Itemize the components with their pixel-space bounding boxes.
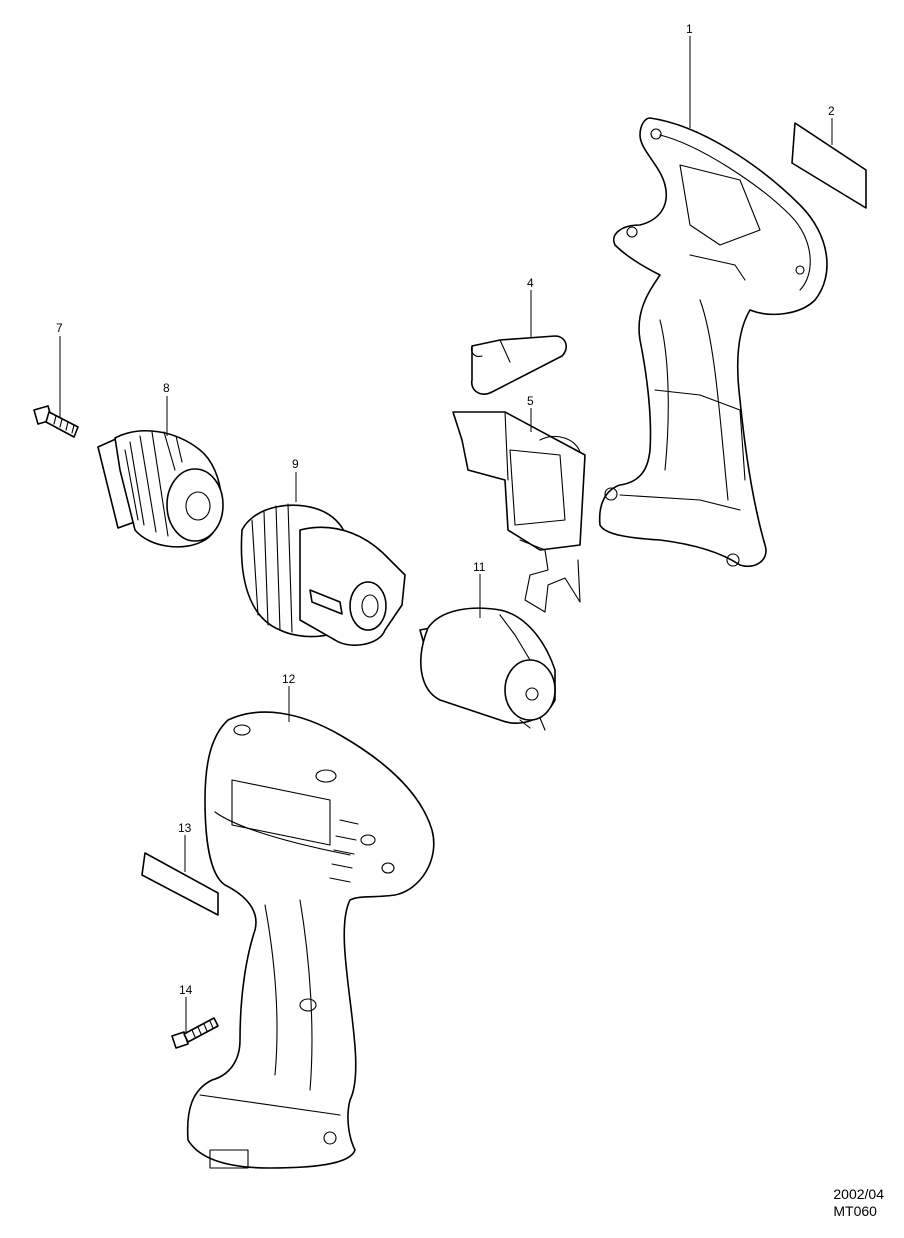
- diagram-footer: 2002/04 MT060: [833, 1186, 884, 1220]
- screw-part-7[interactable]: [33, 405, 79, 438]
- part-number-14: 14: [179, 983, 193, 997]
- part-number-7: 7: [56, 321, 63, 335]
- footer-date: 2002/04: [833, 1186, 884, 1202]
- motor-part-11[interactable]: [419, 607, 556, 731]
- part-number-8: 8: [163, 381, 170, 395]
- part-number-13: 13: [178, 821, 192, 835]
- housing-half-part-1[interactable]: [598, 117, 828, 567]
- part-number-5: 5: [527, 394, 534, 408]
- part-number-12: 12: [282, 672, 296, 686]
- gear-assembly-part-9[interactable]: [240, 503, 406, 646]
- switch-lever-part-4[interactable]: [470, 335, 567, 395]
- housing-half-part-12[interactable]: [186, 711, 435, 1169]
- label-plate-part-13[interactable]: [141, 852, 219, 916]
- label-plate-part-2[interactable]: [791, 122, 867, 209]
- chuck-part-8[interactable]: [97, 430, 224, 548]
- screw-part-14[interactable]: [171, 1017, 219, 1049]
- part-number-11: 11: [473, 560, 486, 574]
- part-number-4: 4: [527, 276, 534, 290]
- part-number-9: 9: [292, 457, 299, 471]
- part-number-2: 2: [828, 104, 835, 118]
- switch-part-5[interactable]: [452, 411, 586, 613]
- part-number-1: 1: [686, 22, 693, 36]
- footer-code: MT060: [833, 1203, 877, 1219]
